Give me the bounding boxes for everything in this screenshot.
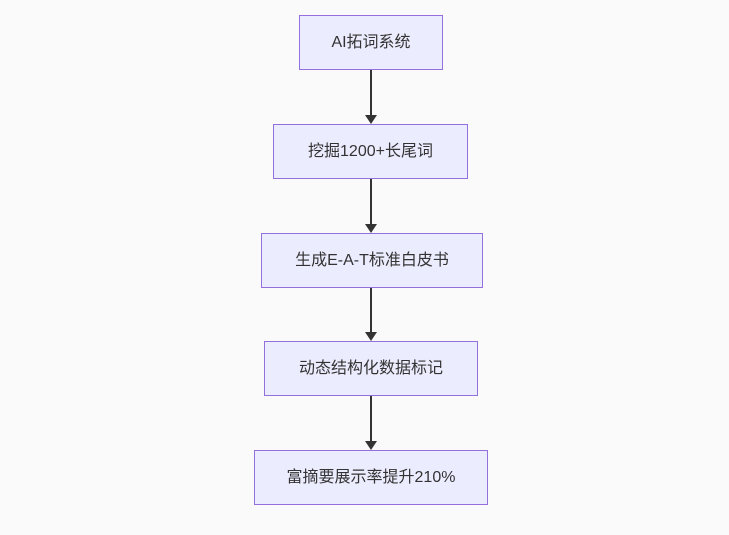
flow-edge-1-line: [370, 70, 372, 116]
flow-node-label: AI拓词系统: [331, 33, 411, 51]
flow-node-label: 动态结构化数据标记: [298, 359, 443, 377]
flow-node-ai-word-expansion-system: AI拓词系统: [299, 15, 443, 70]
flow-node-label: 挖掘1200+长尾词: [308, 142, 433, 160]
flow-edge-3-line: [370, 288, 372, 333]
flow-node-label: 富摘要展示率提升210%: [286, 468, 456, 486]
flow-edge-3-arrowhead-icon: [365, 332, 377, 341]
flow-node-mine-longtail-keywords: 挖掘1200+长尾词: [273, 124, 468, 179]
flow-node-label: 生成E-A-T标准白皮书: [295, 251, 449, 269]
flow-node-rich-snippet-rate-increase: 富摘要展示率提升210%: [254, 450, 488, 505]
flow-node-dynamic-structured-data-markup: 动态结构化数据标记: [264, 341, 478, 396]
flow-edge-4-line: [370, 396, 372, 442]
flow-edge-2-line: [370, 179, 372, 225]
flow-edge-1-arrowhead-icon: [365, 115, 377, 124]
flow-edge-4-arrowhead-icon: [365, 441, 377, 450]
flow-edge-2-arrowhead-icon: [365, 224, 377, 233]
flow-node-generate-eat-whitepaper: 生成E-A-T标准白皮书: [261, 233, 483, 288]
